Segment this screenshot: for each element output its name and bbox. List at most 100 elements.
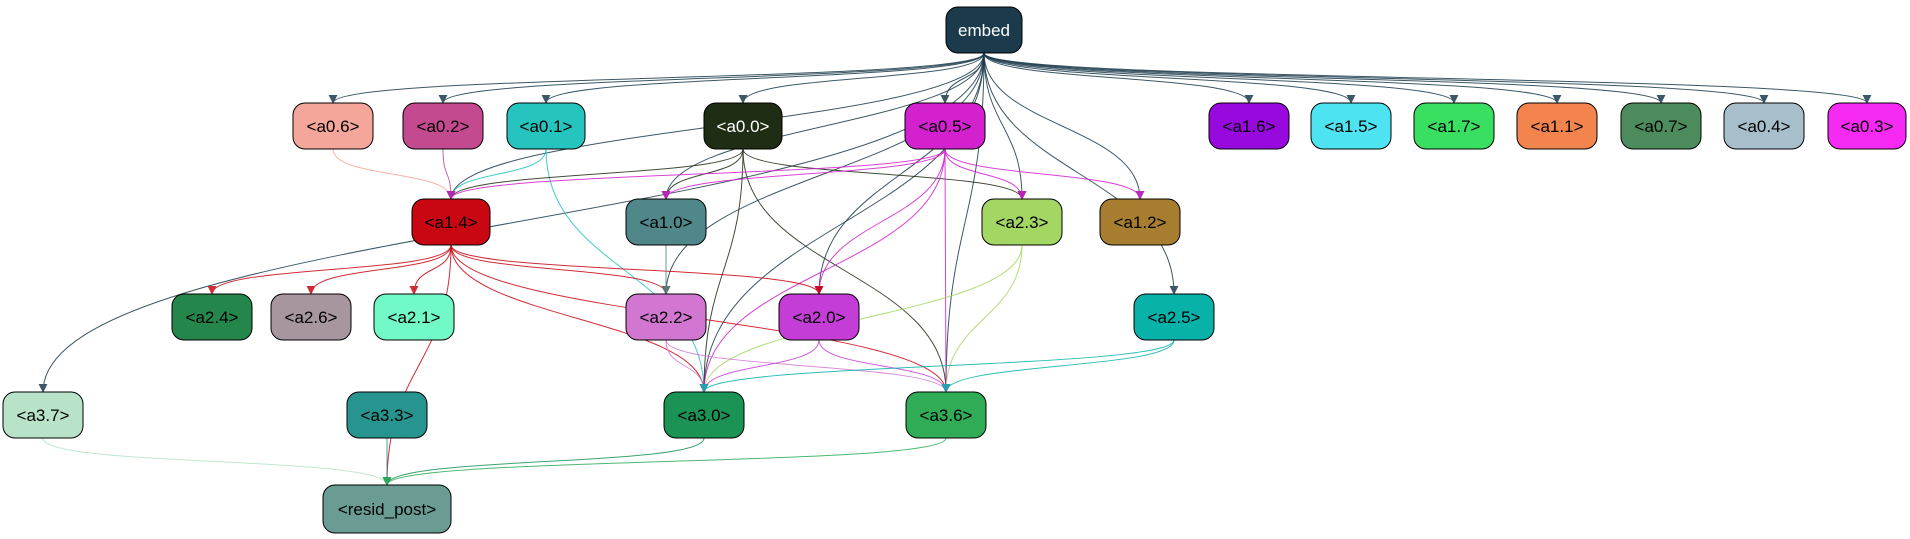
node-label-resid: <resid_post> xyxy=(338,500,436,519)
node-box-a07 xyxy=(1620,102,1702,150)
node-box-a23 xyxy=(981,198,1063,246)
node-box-a16 xyxy=(1208,102,1290,150)
node-box-a04 xyxy=(1723,102,1805,150)
node-box-a05 xyxy=(904,102,986,150)
node-a23[interactable]: <a2.3> xyxy=(981,198,1063,246)
node-box-a17 xyxy=(1413,102,1495,150)
node-label-a23: <a2.3> xyxy=(996,213,1049,232)
node-box-a15 xyxy=(1310,102,1392,150)
node-box-a00 xyxy=(703,102,783,150)
edge-a23-to-a30 xyxy=(699,244,1023,393)
node-a14[interactable]: <a1.4> xyxy=(411,198,491,246)
node-a11[interactable]: <a1.1> xyxy=(1516,102,1598,150)
node-label-a36: <a3.6> xyxy=(920,406,973,425)
node-box-a14 xyxy=(411,198,491,246)
edge-a20-to-a30 xyxy=(699,339,820,393)
node-box-a02 xyxy=(402,102,484,150)
edge-a05-to-a36 xyxy=(941,148,951,393)
node-a06[interactable]: <a0.6> xyxy=(292,102,374,150)
node-label-a11: <a1.1> xyxy=(1531,117,1584,136)
edge-a25-to-a36 xyxy=(941,339,1175,393)
node-label-a07: <a0.7> xyxy=(1635,117,1688,136)
edge-embed-to-a12 xyxy=(983,52,1145,200)
node-a02[interactable]: <a0.2> xyxy=(402,102,484,150)
edge-a01-to-a30 xyxy=(545,148,709,393)
edge-a14-to-a30 xyxy=(450,244,709,393)
node-a21[interactable]: <a2.1> xyxy=(373,293,455,341)
edge-embed-to-a02 xyxy=(438,52,985,104)
node-label-a00: <a0.0> xyxy=(717,117,770,136)
edge-a01-to-a14 xyxy=(446,148,547,200)
edge-a00-to-a30 xyxy=(699,148,744,393)
node-box-a21 xyxy=(373,293,455,341)
node-box-a12 xyxy=(1099,198,1181,246)
node-a16[interactable]: <a1.6> xyxy=(1208,102,1290,150)
node-a04[interactable]: <a0.4> xyxy=(1723,102,1805,150)
node-box-resid xyxy=(322,484,452,534)
node-label-a14: <a1.4> xyxy=(425,213,478,232)
edge-embed-to-a04 xyxy=(983,52,1769,104)
node-a00[interactable]: <a0.0> xyxy=(703,102,783,150)
edge-a22-to-a30 xyxy=(665,339,709,393)
node-a26[interactable]: <a2.6> xyxy=(270,293,352,341)
node-a24[interactable]: <a2.4> xyxy=(171,293,253,341)
edge-a14-to-a26 xyxy=(306,244,452,295)
node-box-a06 xyxy=(292,102,374,150)
edge-embed-to-a11 xyxy=(983,52,1562,104)
node-a30[interactable]: <a3.0> xyxy=(663,391,745,439)
node-box-a03 xyxy=(1827,102,1907,150)
edge-embed-to-a22 xyxy=(661,52,985,295)
node-a25[interactable]: <a2.5> xyxy=(1133,293,1215,341)
node-label-a22: <a2.2> xyxy=(640,308,693,327)
edge-a20-to-a36 xyxy=(818,339,951,393)
node-layer: embed <a0.6> <a0.2> <a0.1> <a0.0> <a0.5> <a1.6… xyxy=(2,6,1907,534)
node-box-a26 xyxy=(270,293,352,341)
node-a20[interactable]: <a2.0> xyxy=(778,293,860,341)
edge-a37-to-resid xyxy=(42,437,392,486)
edge-a22-to-a36 xyxy=(665,339,951,393)
edge-a14-to-a22 xyxy=(450,244,671,295)
node-a03[interactable]: <a0.3> xyxy=(1827,102,1907,150)
node-box-a30 xyxy=(663,391,745,439)
edge-a14-to-a20 xyxy=(450,244,824,295)
node-a36[interactable]: <a3.6> xyxy=(905,391,987,439)
node-a01[interactable]: <a0.1> xyxy=(506,102,586,150)
node-label-a30: <a3.0> xyxy=(678,406,731,425)
edge-a23-to-a36 xyxy=(941,244,1023,393)
edge-a05-to-a20 xyxy=(814,148,946,295)
edge-a36-to-resid xyxy=(382,437,947,486)
node-label-a15: <a1.5> xyxy=(1325,117,1378,136)
node-a05[interactable]: <a0.5> xyxy=(904,102,986,150)
node-a37[interactable]: <a3.7> xyxy=(2,391,84,439)
node-label-a16: <a1.6> xyxy=(1223,117,1276,136)
edge-embed-to-a17 xyxy=(983,52,1459,104)
edge-a14-to-resid xyxy=(382,244,452,486)
edge-a00-to-a36 xyxy=(742,148,951,393)
node-label-a03: <a0.3> xyxy=(1841,117,1894,136)
node-box-a37 xyxy=(2,391,84,439)
node-embed[interactable]: embed xyxy=(945,6,1023,54)
node-a10[interactable]: <a1.0> xyxy=(625,198,707,246)
node-a07[interactable]: <a0.7> xyxy=(1620,102,1702,150)
node-box-a36 xyxy=(905,391,987,439)
node-label-a26: <a2.6> xyxy=(285,308,338,327)
node-resid[interactable]: <resid_post> xyxy=(322,484,452,534)
node-a17[interactable]: <a1.7> xyxy=(1413,102,1495,150)
edge-a05-to-a23 xyxy=(944,148,1027,200)
node-a33[interactable]: <a3.3> xyxy=(346,391,428,439)
edge-a05-to-a14 xyxy=(446,148,946,200)
node-box-a22 xyxy=(625,293,707,341)
node-a12[interactable]: <a1.2> xyxy=(1099,198,1181,246)
node-box-a10 xyxy=(625,198,707,246)
edge-embed-to-a20 xyxy=(814,52,985,295)
node-label-a33: <a3.3> xyxy=(361,406,414,425)
node-label-a37: <a3.7> xyxy=(17,406,70,425)
node-a15[interactable]: <a1.5> xyxy=(1310,102,1392,150)
node-label-a25: <a2.5> xyxy=(1148,308,1201,327)
edge-a25-to-a30 xyxy=(699,339,1175,393)
edge-a05-to-a10 xyxy=(661,148,946,200)
edge-embed-to-a07 xyxy=(983,52,1666,104)
node-a22[interactable]: <a2.2> xyxy=(625,293,707,341)
edge-a00-to-a23 xyxy=(742,148,1027,200)
